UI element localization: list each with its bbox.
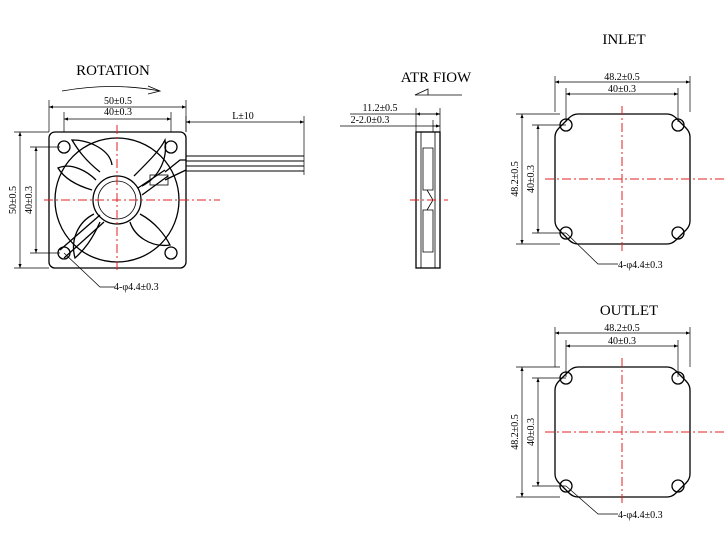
mount-hole bbox=[164, 246, 178, 260]
side-dim-flange: 2-2.0±0.3 bbox=[351, 115, 390, 126]
mount-hole bbox=[671, 118, 685, 132]
front-dim-side-inner: 40±0.3 bbox=[24, 186, 35, 214]
outlet-holes-leader bbox=[565, 485, 618, 515]
fan-blade bbox=[70, 139, 113, 173]
inlet-dim-outer: 48.2±0.5 bbox=[604, 72, 640, 83]
inlet-holes-leader bbox=[565, 232, 618, 265]
outlet-title: OUTLET bbox=[600, 303, 658, 319]
side-view: ATR FIOW 11.2±0.5 2-2.0±0.3 bbox=[340, 70, 472, 269]
airflow-arrowhead-icon bbox=[414, 88, 429, 96]
fan-spoke bbox=[137, 169, 169, 196]
airflow-title: ATR FIOW bbox=[401, 70, 472, 86]
fan-blade bbox=[129, 213, 171, 247]
mount-hole bbox=[559, 371, 573, 385]
mount-hole bbox=[57, 140, 71, 154]
rotation-arrow-icon bbox=[61, 86, 161, 92]
front-dim-outer: 50±0.5 bbox=[104, 96, 132, 107]
rotation-title: ROTATION bbox=[76, 63, 150, 79]
outlet-dim-outer: 48.2±0.5 bbox=[604, 323, 640, 334]
holes-leader bbox=[63, 252, 115, 288]
fan-blade bbox=[57, 165, 97, 191]
rotation-arrowhead-icon bbox=[147, 85, 162, 95]
inlet-frame bbox=[554, 113, 691, 245]
fan-blade bbox=[72, 213, 101, 260]
side-dim-depth: 11.2±0.5 bbox=[362, 103, 397, 114]
mount-hole bbox=[559, 479, 573, 493]
side-hub-profile bbox=[422, 147, 434, 191]
front-dim-side-outer: 50±0.5 bbox=[8, 186, 19, 214]
mount-hole bbox=[559, 226, 573, 240]
side-hub-profile bbox=[422, 209, 434, 253]
mount-hole bbox=[164, 140, 178, 154]
inlet-dim-side-inner: 40±0.3 bbox=[526, 165, 537, 193]
wire-length: L±10 bbox=[232, 111, 254, 122]
outlet-dim-side-outer: 48.2±0.5 bbox=[510, 414, 521, 450]
front-holes-label: 4-φ4.4±0.3 bbox=[114, 282, 159, 293]
mount-hole bbox=[671, 371, 685, 385]
inlet-holes-label: 4-φ4.4±0.3 bbox=[618, 260, 663, 271]
fan-spoke bbox=[59, 214, 105, 259]
inlet-dim-inner: 40±0.3 bbox=[608, 84, 636, 95]
front-view: ROTATION 50±0.5 40±0.3 50±0.5 40±0.3 bbox=[8, 63, 305, 293]
outlet-dim-inner: 40±0.3 bbox=[608, 336, 636, 347]
inlet-dim-side-outer: 48.2±0.5 bbox=[510, 161, 521, 197]
wire-exit bbox=[164, 159, 187, 181]
inlet-title: INLET bbox=[602, 32, 645, 48]
outlet-view: OUTLET 48.2±0.5 40±0.3 48.2±0.5 40±0.3 4… bbox=[510, 303, 724, 521]
outlet-frame bbox=[554, 366, 691, 498]
mount-hole bbox=[671, 226, 685, 240]
wire-clip bbox=[149, 174, 169, 186]
outlet-holes-label: 4-φ4.4±0.3 bbox=[618, 510, 663, 521]
mount-hole bbox=[671, 479, 685, 493]
outlet-dim-side-inner: 40±0.3 bbox=[526, 418, 537, 446]
front-dim-inner: 40±0.3 bbox=[104, 107, 132, 118]
mount-hole bbox=[559, 118, 573, 132]
inlet-view: INLET 48.2±0.5 40±0.3 48.2±0.5 40±0.3 4-… bbox=[510, 32, 724, 271]
